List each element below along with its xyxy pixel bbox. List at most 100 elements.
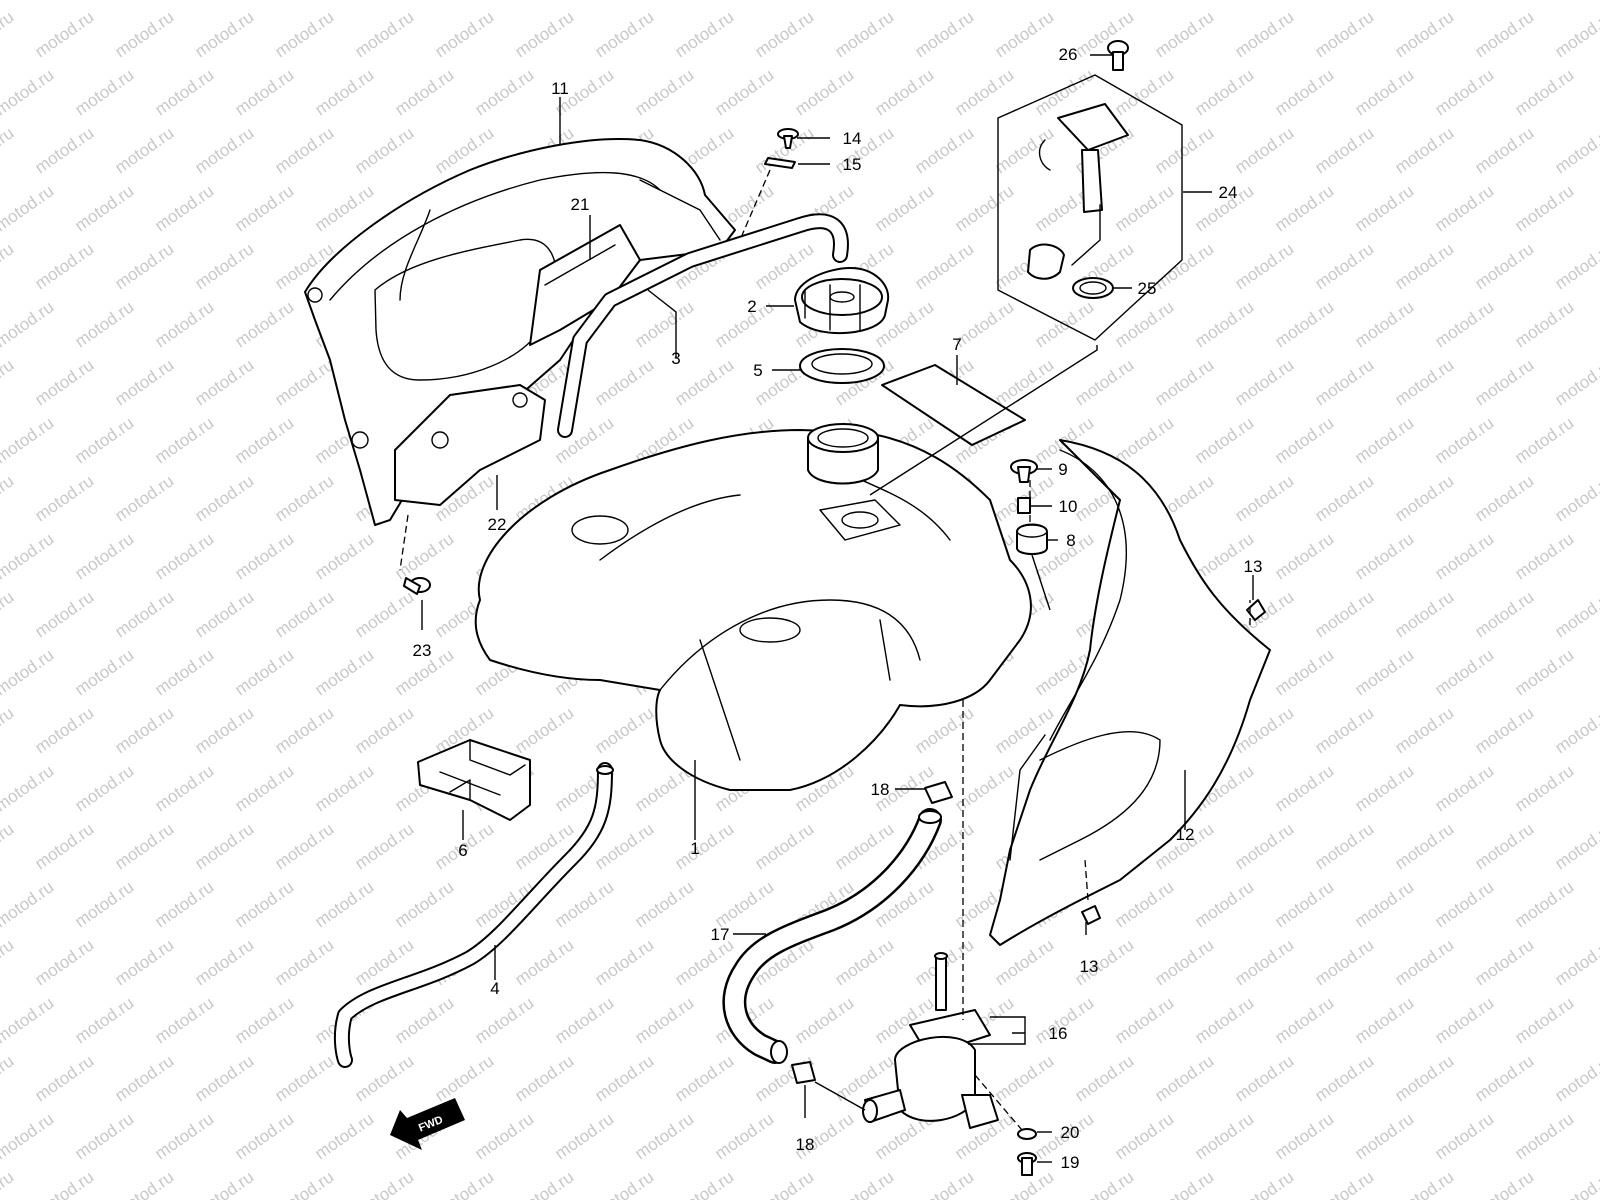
watermark-text: motod.ru	[391, 65, 457, 119]
watermark-text: motod.ru	[111, 1167, 177, 1200]
watermark-text: motod.ru	[511, 1051, 577, 1105]
watermark-text: motod.ru	[31, 355, 97, 409]
watermark-text: motod.ru	[191, 239, 257, 293]
watermark-text: motod.ru	[1391, 819, 1457, 873]
watermark-text: motod.ru	[0, 1167, 17, 1200]
watermark-text: motod.ru	[351, 587, 417, 641]
part-17-fuel-hose	[722, 808, 942, 1064]
watermark-text: motod.ru	[951, 181, 1017, 235]
watermark-text: motod.ru	[111, 123, 177, 177]
watermark-text: motod.ru	[591, 703, 657, 757]
watermark-text: motod.ru	[471, 993, 537, 1047]
callout-4: 4	[490, 979, 499, 998]
watermark-text: motod.ru	[0, 239, 17, 293]
part-20-washer	[1017, 1128, 1037, 1140]
watermark-text: motod.ru	[151, 0, 217, 3]
watermark-text: motod.ru	[1351, 65, 1417, 119]
watermark-text: motod.ru	[1271, 877, 1337, 931]
watermark-text: motod.ru	[1391, 703, 1457, 757]
callout-18-lower: 18	[796, 1135, 815, 1154]
watermark-text: motod.ru	[431, 1167, 497, 1200]
watermark-text: motod.ru	[1191, 297, 1257, 351]
watermark-text: motod.ru	[0, 587, 17, 641]
watermark-text: motod.ru	[631, 993, 697, 1047]
watermark-text: motod.ru	[111, 7, 177, 61]
watermark-text: motod.ru	[1351, 1109, 1417, 1163]
watermark-text: motod.ru	[1391, 1167, 1457, 1200]
watermark-text: motod.ru	[911, 239, 977, 293]
watermark-text: motod.ru	[751, 1167, 817, 1200]
watermark-text: motod.ru	[0, 877, 57, 931]
watermark-text: motod.ru	[231, 645, 297, 699]
part-26-bolt	[1107, 40, 1129, 71]
watermark-text: motod.ru	[31, 1167, 97, 1200]
watermark-text: motod.ru	[431, 7, 497, 61]
part-5-gasket	[799, 348, 885, 384]
watermark-text: motod.ru	[151, 181, 217, 235]
watermark-text: motod.ru	[151, 297, 217, 351]
watermark-text: motod.ru	[31, 123, 97, 177]
watermark-text: motod.ru	[1231, 819, 1297, 873]
callout-22: 22	[488, 515, 507, 534]
part-10-collar	[1017, 497, 1031, 514]
watermark-text: motod.ru	[991, 7, 1057, 61]
watermark-text: motod.ru	[0, 1109, 57, 1163]
watermark-text: motod.ru	[71, 761, 137, 815]
watermark-text: motod.ru	[191, 471, 257, 525]
part-18-clamp-upper	[924, 781, 953, 804]
part-18-clamp-lower	[791, 1061, 816, 1084]
watermark-text: motod.ru	[271, 703, 337, 757]
watermark-text: motod.ru	[191, 703, 257, 757]
watermark-text: motod.ru	[1111, 0, 1177, 3]
part-8-cushion	[1016, 523, 1048, 555]
watermark-text: motod.ru	[1431, 413, 1497, 467]
watermark-text: motod.ru	[0, 935, 17, 989]
watermark-text: motod.ru	[391, 877, 457, 931]
watermark-text: motod.ru	[1511, 877, 1577, 931]
watermark-text: motod.ru	[31, 703, 97, 757]
watermark-text: motod.ru	[1151, 1167, 1217, 1200]
watermark-text: motod.ru	[391, 993, 457, 1047]
part-11-side-cover	[304, 138, 736, 526]
watermark-text: motod.ru	[1391, 935, 1457, 989]
watermark-text: motod.ru	[1231, 1051, 1297, 1105]
watermark-text: motod.ru	[871, 65, 937, 119]
watermark-text: motod.ru	[1151, 7, 1217, 61]
watermark-text: motod.ru	[191, 935, 257, 989]
watermark-text: motod.ru	[1351, 993, 1417, 1047]
callout-3: 3	[671, 349, 680, 368]
watermark-text: motod.ru	[1471, 1051, 1537, 1105]
watermark-text: motod.ru	[671, 819, 737, 873]
watermark-text: motod.ru	[151, 529, 217, 583]
watermark-text: motod.ru	[391, 529, 457, 583]
watermark-text: motod.ru	[311, 1109, 377, 1163]
watermark-text: motod.ru	[1431, 0, 1497, 3]
watermark-text: motod.ru	[31, 935, 97, 989]
watermark-text: motod.ru	[1471, 1167, 1537, 1200]
watermark-text: motod.ru	[271, 935, 337, 989]
watermark-text: motod.ru	[351, 703, 417, 757]
watermark-text: motod.ru	[271, 471, 337, 525]
watermark-text: motod.ru	[511, 7, 577, 61]
watermark-text: motod.ru	[0, 761, 57, 815]
watermark-text: motod.ru	[1351, 877, 1417, 931]
watermark-text: motod.ru	[1351, 529, 1417, 583]
part-3-breather-hose	[557, 213, 849, 438]
watermark-text: motod.ru	[631, 1109, 697, 1163]
watermark-text: motod.ru	[1551, 239, 1600, 293]
watermark-text: motod.ru	[791, 0, 857, 3]
watermark-text: motod.ru	[1431, 877, 1497, 931]
watermark-text: motod.ru	[911, 7, 977, 61]
watermark-text: motod.ru	[671, 355, 737, 409]
watermark-text: motod.ru	[1111, 181, 1177, 235]
watermark-text: motod.ru	[1191, 877, 1257, 931]
watermark-text: motod.ru	[1511, 0, 1577, 3]
watermark-text: motod.ru	[1271, 297, 1337, 351]
watermark-text: motod.ru	[71, 993, 137, 1047]
watermark-text: motod.ru	[351, 123, 417, 177]
watermark-text: motod.ru	[831, 819, 897, 873]
watermark-text: motod.ru	[831, 1167, 897, 1200]
watermark-text: motod.ru	[1111, 297, 1177, 351]
callout-19: 19	[1061, 1153, 1080, 1172]
